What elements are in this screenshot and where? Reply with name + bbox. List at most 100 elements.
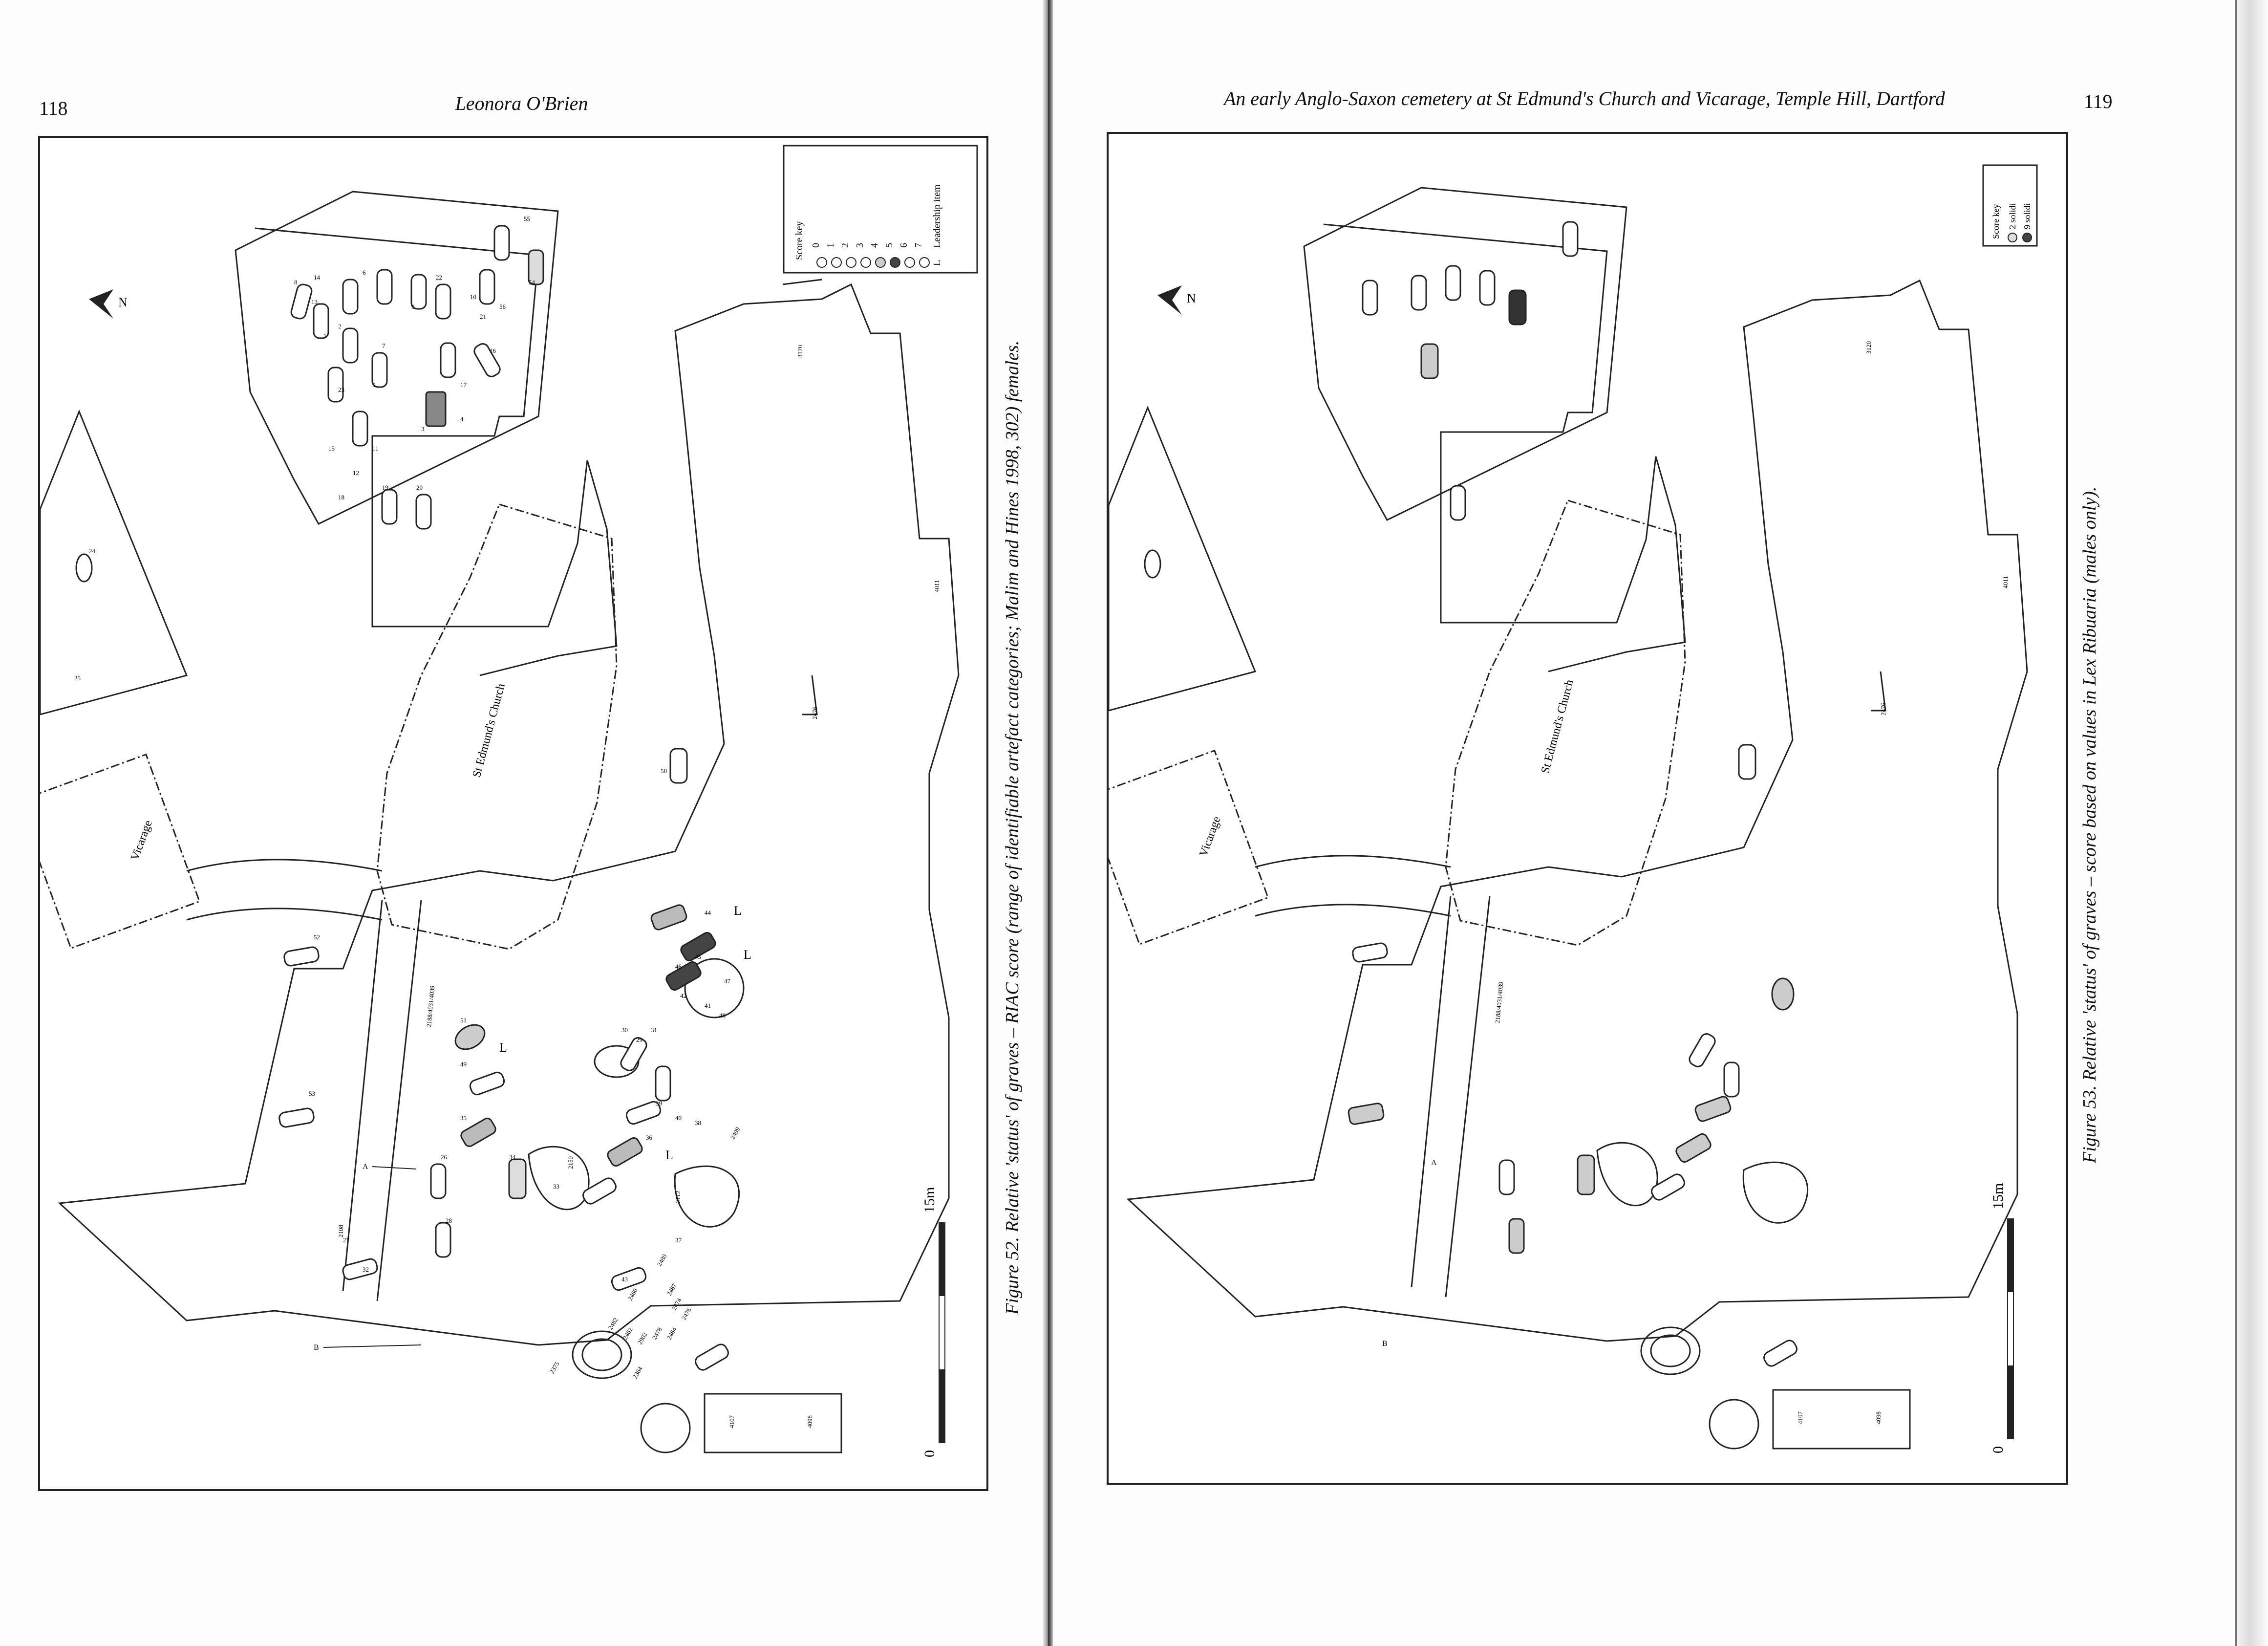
key-item: 7 bbox=[913, 243, 924, 248]
page-number-right: 119 bbox=[2084, 90, 2113, 112]
site-plan-left: N St Edmund's Church Vicarage 3120 4011 … bbox=[16, 145, 978, 1457]
grave-number: 44 bbox=[705, 909, 711, 916]
grave-number: 17 bbox=[460, 381, 467, 389]
grave-number: 43 bbox=[621, 1276, 628, 1283]
vicarage-outline bbox=[16, 753, 201, 950]
north-arrow-icon bbox=[89, 289, 113, 319]
vicarage-label-right: Vicarage bbox=[1197, 815, 1223, 858]
grave-number: 38 bbox=[695, 1119, 701, 1126]
grave-number: 28 bbox=[446, 1217, 452, 1224]
grave-number: 2 bbox=[338, 323, 342, 330]
section-a-label: A bbox=[363, 1163, 368, 1171]
feature-label: 4107 bbox=[1797, 1411, 1804, 1425]
grave-number: 8 bbox=[294, 279, 298, 286]
feature-label: 2375 bbox=[548, 1360, 561, 1375]
feature-label: 2188/4031/4039 bbox=[1494, 981, 1504, 1023]
feature-label: 2466 bbox=[626, 1287, 639, 1301]
feature-label: 2480 bbox=[656, 1253, 668, 1267]
key-item-right: 2 solidi bbox=[2008, 203, 2017, 229]
running-head-right: An early Anglo-Saxon cemetery at St Edmu… bbox=[1224, 87, 1945, 109]
grave-number: 52 bbox=[314, 933, 320, 941]
feature-label: 2474 bbox=[670, 1297, 683, 1311]
feature-label: 3120 bbox=[796, 345, 804, 358]
scale-end-right: 15m bbox=[1990, 1183, 2006, 1209]
feature-label: 2499 bbox=[729, 1126, 742, 1140]
section-a-label-right: A bbox=[1431, 1159, 1437, 1167]
key-item: 0 bbox=[811, 243, 821, 248]
church-label-right: St Edmund's Church bbox=[1539, 678, 1576, 775]
feature-label: 3120 bbox=[1865, 341, 1872, 354]
left-page: 118 Leonora O'Brien bbox=[0, 0, 1043, 1646]
leadership-marker: L bbox=[665, 1148, 673, 1162]
section-b-label-right: B bbox=[1382, 1340, 1388, 1348]
key-item: 1 bbox=[825, 243, 836, 248]
key-item: 5 bbox=[884, 243, 895, 248]
key-item: 6 bbox=[899, 243, 909, 248]
ditch bbox=[342, 900, 383, 1292]
grave-number: 45 bbox=[695, 953, 701, 960]
feature-label: 2484 bbox=[665, 1326, 678, 1341]
feature-label: 4107 bbox=[728, 1415, 735, 1429]
excavation-outline bbox=[58, 283, 960, 1346]
feature-label: 2487 bbox=[665, 1282, 678, 1297]
grave-number: 11 bbox=[372, 445, 379, 452]
grave-number: 13 bbox=[311, 298, 318, 305]
grave-number: 31 bbox=[651, 1026, 657, 1034]
section-b-label: B bbox=[314, 1343, 319, 1352]
scale-bar: 0 15m bbox=[921, 1187, 945, 1457]
grave-number: 53 bbox=[309, 1090, 315, 1097]
grave-number: 23 bbox=[338, 386, 344, 393]
church-label: St Edmund's Church bbox=[471, 682, 508, 779]
grave-number: 47 bbox=[724, 977, 731, 985]
feature-label: 4011 bbox=[933, 580, 941, 592]
key-item: 3 bbox=[855, 243, 865, 248]
grave-number: 56 bbox=[499, 303, 506, 310]
leadership-marker: L bbox=[499, 1040, 507, 1055]
feature-label: 2188/4031/4039 bbox=[425, 985, 436, 1027]
grave-number: 6 bbox=[363, 269, 366, 276]
grave-number: 34 bbox=[509, 1153, 516, 1161]
page-number-left: 118 bbox=[39, 97, 68, 119]
grave-number: 5 bbox=[372, 381, 376, 389]
grave-number: 32 bbox=[363, 1266, 369, 1273]
score-key-left: Score key 0 1 2 3 4 5 6 bbox=[783, 145, 978, 274]
grave-number: 35 bbox=[460, 1114, 467, 1122]
north-label-right: N bbox=[1187, 291, 1196, 305]
grave-number: 26 bbox=[441, 1153, 448, 1161]
grave-number: 22 bbox=[436, 274, 442, 281]
feature-label: 2150 bbox=[567, 1156, 574, 1169]
leadership-marker: L bbox=[734, 904, 742, 918]
feature-label: 4011 bbox=[2002, 576, 2009, 588]
grave-number: 55 bbox=[524, 215, 530, 222]
score-key-right: Score key 2 solidi 9 solidi bbox=[1982, 164, 2038, 247]
feature-label: 2476 bbox=[680, 1306, 693, 1321]
grave-number: 18 bbox=[338, 494, 344, 501]
feature-label: 2482 bbox=[607, 1316, 620, 1331]
scale-start: 0 bbox=[921, 1450, 938, 1457]
feature-label: 2462 bbox=[621, 1326, 634, 1341]
grave-number: 14 bbox=[314, 274, 321, 281]
grave-number: 4 bbox=[460, 415, 464, 423]
key-leadership-symbol: L bbox=[932, 260, 942, 266]
west-triangle bbox=[39, 409, 188, 715]
grave-number: 49 bbox=[460, 1061, 467, 1068]
scale-bar-right: 0 15m bbox=[1990, 1183, 2014, 1453]
grave-number: 40 bbox=[675, 1114, 682, 1122]
grave-number: 46 bbox=[675, 963, 682, 970]
feature-label: 2364 bbox=[631, 1365, 644, 1380]
grave-number: 20 bbox=[416, 484, 423, 491]
grave-number: 54 bbox=[529, 279, 535, 286]
book-gutter bbox=[1043, 0, 1053, 1646]
grave-number: 41 bbox=[705, 1002, 711, 1009]
grave-number: 42 bbox=[680, 992, 686, 999]
feature-label: 2476 bbox=[811, 707, 818, 720]
grave-number: 50 bbox=[661, 767, 667, 775]
grave-number: 1 bbox=[323, 332, 327, 340]
grave-number: 19 bbox=[382, 484, 388, 491]
north-label: N bbox=[118, 295, 128, 309]
grave-number: 9 bbox=[411, 303, 415, 310]
grave-number: 7 bbox=[382, 342, 385, 349]
site-plan-right: N St Edmund's Church Vicarage 3120 4011 … bbox=[1085, 164, 2038, 1453]
right-page: An early Anglo-Saxon cemetery at St Edmu… bbox=[1053, 0, 2235, 1646]
grave-number: 27 bbox=[343, 1236, 350, 1244]
